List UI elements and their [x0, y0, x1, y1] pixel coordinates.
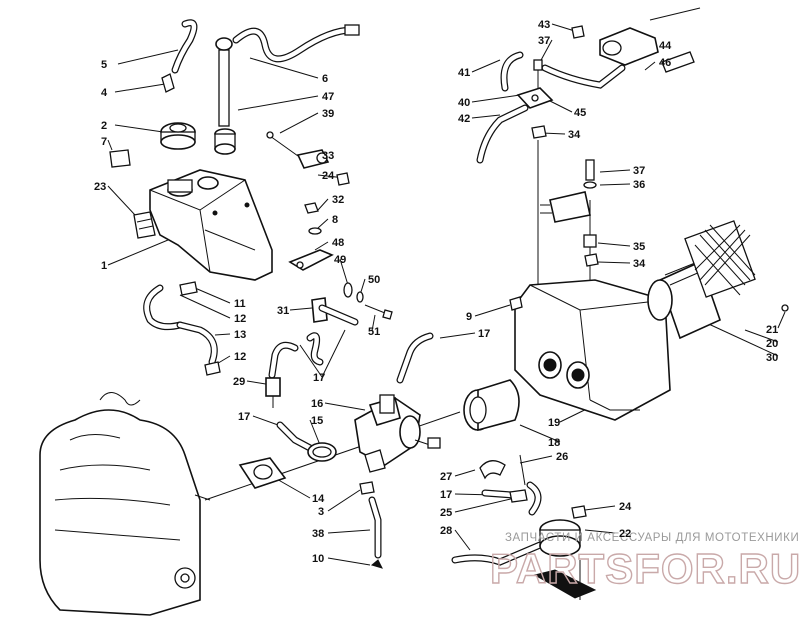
watermark-url: PARTSFOR.RU — [490, 545, 800, 592]
callout-43: 43 — [538, 19, 550, 31]
callout-28: 28 — [440, 525, 452, 537]
lower-right-parts — [451, 454, 597, 600]
callout-48: 48 — [332, 237, 344, 249]
callout-50: 50 — [368, 274, 380, 286]
callout-33: 33 — [322, 150, 334, 162]
callout-12-lower: 12 — [234, 351, 246, 363]
callout-13: 13 — [234, 329, 246, 341]
callout-11: 11 — [234, 298, 246, 310]
callout-23: 23 — [94, 181, 106, 193]
callout-10: 10 — [312, 553, 324, 565]
callout-42: 42 — [458, 113, 470, 125]
callout-21: 21 — [766, 324, 778, 336]
watermark-tagline: ЗАПЧАСТИ И АКСЕССУАРЫ ДЛЯ МОТОТЕХНИКИ — [505, 532, 799, 544]
airbox-assembly — [396, 220, 789, 432]
fuel-tank-assembly — [109, 37, 273, 281]
valve-parts — [266, 131, 393, 326]
left-hoses — [143, 281, 324, 452]
oil-pump-assembly — [476, 7, 701, 164]
callout-38: 38 — [312, 528, 324, 540]
callout-31: 31 — [277, 305, 289, 317]
callout-17-carb: 17 — [238, 411, 250, 423]
callout-16: 16 — [311, 398, 323, 410]
callout-7: 7 — [101, 136, 107, 148]
callout-41: 41 — [458, 67, 470, 79]
callout-36: 36 — [633, 179, 645, 191]
callout-17-lower: 17 — [440, 489, 452, 501]
callout-12-upper: 12 — [234, 313, 246, 325]
engine-outline — [39, 392, 211, 616]
upper-fuel-lines — [161, 19, 360, 93]
callout-1: 1 — [101, 260, 107, 272]
callout-6: 6 — [322, 73, 328, 85]
callout-40: 40 — [458, 97, 470, 109]
callout-17-right: 17 — [478, 328, 490, 340]
callout-49: 49 — [334, 254, 346, 266]
callout-51: 51 — [368, 326, 380, 338]
callout-37-mid: 37 — [633, 165, 645, 177]
callout-47: 47 — [322, 91, 334, 103]
callout-30: 30 — [766, 352, 778, 364]
callout-34-upper: 34 — [568, 129, 581, 141]
callout-20: 20 — [766, 338, 778, 350]
callout-25: 25 — [440, 507, 452, 519]
callout-27: 27 — [440, 471, 452, 483]
sensor-parts — [540, 159, 599, 267]
callout-22: 22 — [619, 528, 631, 540]
callout-46: 46 — [659, 57, 671, 69]
callout-37-top: 37 — [538, 35, 550, 47]
callout-45: 45 — [574, 107, 586, 119]
callout-18: 18 — [548, 437, 560, 449]
callout-2: 2 — [101, 120, 107, 132]
callout-44: 44 — [659, 40, 672, 52]
callout-3: 3 — [318, 506, 324, 518]
callout-9: 9 — [466, 311, 472, 323]
callout-26: 26 — [556, 451, 568, 463]
callout-34-lower: 34 — [633, 258, 646, 270]
callout-8: 8 — [332, 214, 338, 226]
callout-14: 14 — [312, 493, 325, 505]
callout-4: 4 — [101, 87, 108, 99]
callout-17-left: 17 — [313, 372, 325, 384]
callout-5: 5 — [101, 59, 107, 71]
watermark: ЗАПЧАСТИ И АКСЕССУАРЫ ДЛЯ МОТОТЕХНИКИ PA… — [489, 532, 800, 593]
carburetor-assembly — [238, 394, 441, 569]
callout-24-bottom: 24 — [619, 501, 632, 513]
callout-15: 15 — [311, 415, 323, 427]
callout-24-top: 24 — [322, 170, 335, 182]
callout-32: 32 — [332, 194, 344, 206]
callout-29: 29 — [233, 376, 245, 388]
callout-labels: 5 4 2 7 23 1 6 47 39 33 24 32 8 48 49 50… — [94, 19, 778, 565]
callout-39: 39 — [322, 108, 334, 120]
callout-35: 35 — [633, 241, 645, 253]
callout-19: 19 — [548, 417, 560, 429]
